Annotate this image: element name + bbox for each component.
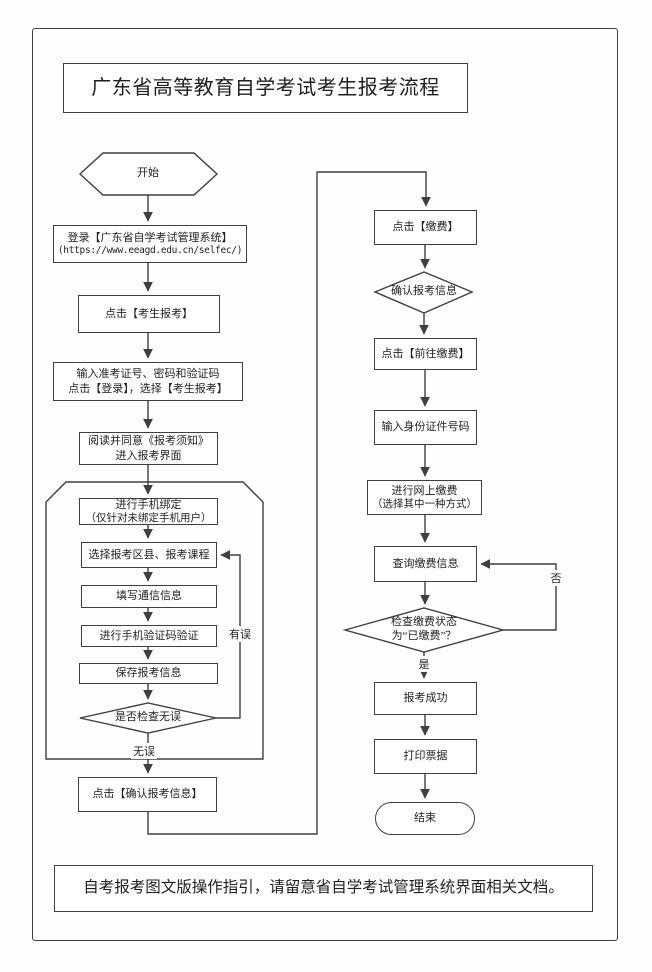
node-login-system: 登录【广东省自学考试管理系统】 (https://www.eeagd.edu.c… <box>53 225 247 263</box>
column-connector-line <box>147 171 431 835</box>
node-pay: 点击【缴费】 <box>374 210 477 245</box>
payment-status-diamond <box>342 607 506 653</box>
footer-note-text: 自考报考图文版操作指引，请留意省自学考试管理系统界面相关文档。 <box>83 879 564 897</box>
end-node: 结束 <box>375 802 475 835</box>
edge-label-yes: 是 <box>416 656 432 672</box>
node-save-info: 保存报考信息 <box>79 663 218 684</box>
node-success: 报考成功 <box>374 682 477 715</box>
edge-label-no: 否 <box>548 570 564 586</box>
page-title-text: 广东省高等教育自学考试考生报考流程 <box>91 77 440 99</box>
node-click-register: 点击【考生报考】 <box>78 295 220 333</box>
edge-label-ok: 无误 <box>131 743 157 759</box>
start-hexagon <box>78 152 219 196</box>
check-correct-diamond <box>79 702 217 734</box>
page-title: 广东省高等教育自学考试考生报考流程 <box>63 63 468 113</box>
registration-group-container <box>45 481 264 760</box>
node-print-receipt: 打印票据 <box>374 739 477 774</box>
node-online-pay: 进行网上缴费 （选择其中一种方式） <box>367 480 482 515</box>
node-input-credentials: 输入准考证号、密码和验证码 点击【登录】，选择【考生报考】 <box>53 362 243 401</box>
system-url: (https://www.eeagd.edu.cn/selfec/) <box>57 244 243 256</box>
node-sms-verify: 进行手机验证码验证 <box>81 625 217 647</box>
edge-label-error: 有误 <box>227 626 253 642</box>
node-confirm-info: 点击【确认报考信息】 <box>78 777 217 812</box>
node-query-payment: 查询缴费信息 <box>374 546 477 582</box>
node-id-number: 输入身份证件号码 <box>374 410 477 445</box>
page-border <box>32 28 618 941</box>
node-read-notice: 阅读并同意《报考须知》 进入报考界面 <box>79 432 218 465</box>
footer-note: 自考报考图文版操作指引，请留意省自学考试管理系统界面相关文档。 <box>54 865 593 912</box>
node-goto-pay: 点击【前往缴费】 <box>374 338 477 370</box>
not-paid-loop-line <box>480 559 557 631</box>
node-fill-contact: 填写通信信息 <box>81 585 217 608</box>
node-bind-phone: 进行手机绑定 （仅针对未绑定手机用户） <box>79 498 218 525</box>
confirm-info-diamond <box>373 271 474 314</box>
node-select-course: 选择报考区县、报考课程 <box>81 542 217 568</box>
